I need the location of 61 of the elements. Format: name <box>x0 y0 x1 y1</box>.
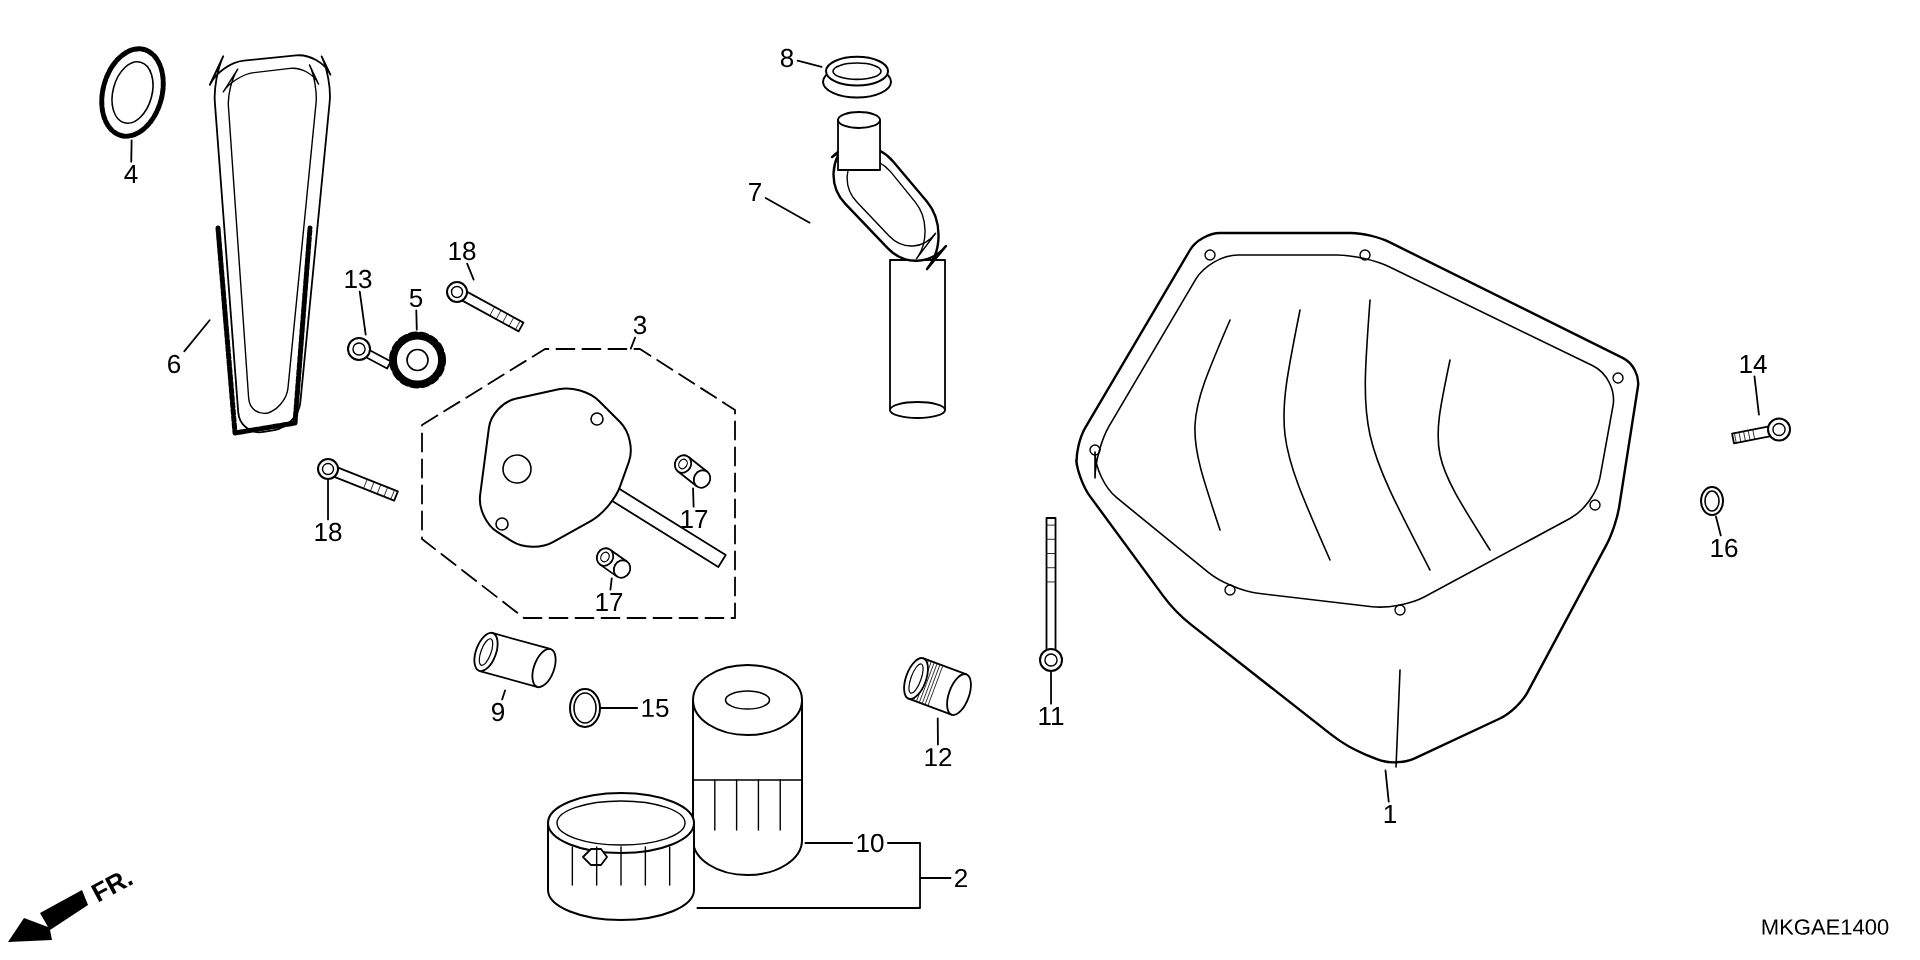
leader-line <box>327 478 329 521</box>
leader-line <box>696 877 952 909</box>
oil-strainer-drawing <box>830 111 948 419</box>
oil-filter-drawing <box>692 664 803 876</box>
callout-number: 15 <box>642 698 669 718</box>
callout-number: 17 <box>681 510 708 528</box>
leader-line <box>1753 375 1760 416</box>
leader-line <box>804 842 854 844</box>
leader-line <box>358 290 367 336</box>
callout-number: 9 <box>492 702 504 722</box>
pipe-drawing <box>903 657 972 716</box>
seal-drawing <box>822 55 892 99</box>
leader-line <box>796 59 823 68</box>
callout-number: 7 <box>749 183 761 201</box>
collar-drawing <box>673 454 712 489</box>
callout-number: 3 <box>633 315 647 335</box>
callout-number: 18 <box>449 241 476 261</box>
callout-number: 8 <box>780 48 794 68</box>
filter-housing-drawing <box>547 792 695 921</box>
washer-drawing <box>1700 486 1724 516</box>
callout-number: 4 <box>124 165 138 183</box>
o-ring-drawing <box>569 688 601 728</box>
leader-line <box>600 707 639 709</box>
leader-line <box>415 309 418 331</box>
callout-number: 2 <box>955 868 967 888</box>
leader-line <box>629 336 636 350</box>
pipe-drawing <box>473 631 557 689</box>
leader-line <box>130 139 133 163</box>
leader-line <box>609 577 613 591</box>
leader-line <box>936 717 939 746</box>
bolt-drawing <box>1731 417 1791 445</box>
leader-line <box>183 319 211 353</box>
chain-drawing <box>208 54 332 436</box>
bolt-drawing <box>1039 517 1063 672</box>
leader-line <box>1384 769 1390 803</box>
gear-drawing <box>389 331 446 389</box>
callout-number: 13 <box>345 269 372 289</box>
callout-number: 17 <box>596 593 623 611</box>
direction-label: FR. <box>90 873 134 902</box>
sprocket-drawing <box>99 46 166 139</box>
callout-number: 11 <box>1039 707 1064 725</box>
leader-line <box>1715 515 1722 537</box>
bolt-drawing <box>446 281 525 333</box>
callout-number: 12 <box>925 747 952 767</box>
callout-number: 16 <box>1711 538 1738 558</box>
leader-line <box>501 689 506 701</box>
callout-number: 6 <box>168 354 181 374</box>
leader-line <box>466 262 475 281</box>
callout-number: 14 <box>1740 355 1767 373</box>
leader-line <box>1050 671 1052 705</box>
callout-number: 5 <box>409 288 423 308</box>
collar-drawing <box>595 547 632 579</box>
oil-pan-drawing <box>1075 231 1640 768</box>
bolt-drawing <box>347 337 392 370</box>
callout-number: 18 <box>315 522 342 542</box>
part-code: MKGAE1400 <box>1762 919 1889 935</box>
bolt-drawing <box>317 458 399 502</box>
callout-number: 1 <box>1384 805 1396 823</box>
leader-line <box>692 487 695 508</box>
callout-number: 10 <box>857 833 884 853</box>
leader-line <box>764 197 811 224</box>
